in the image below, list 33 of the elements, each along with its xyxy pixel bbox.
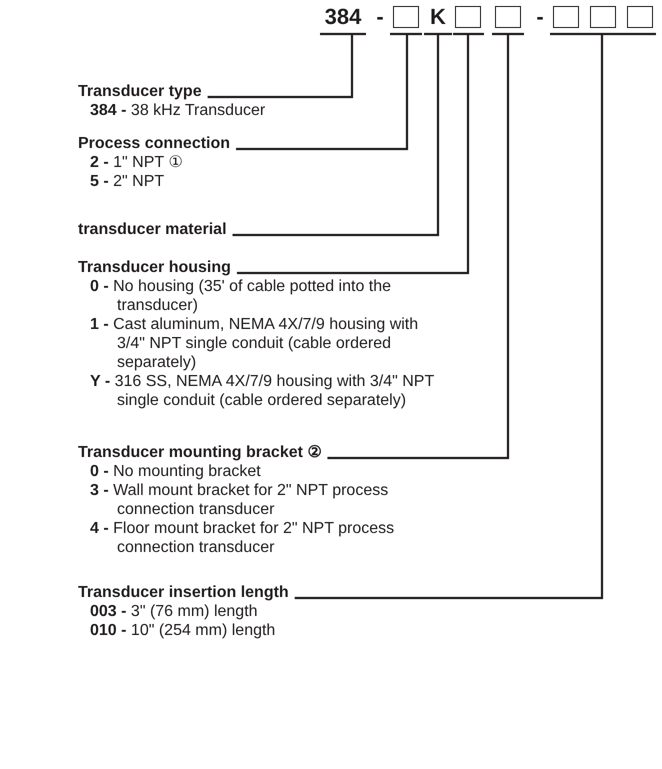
option-text: 0 - No housing (35' of cable potted into the transducer) [90, 277, 392, 315]
option-text: 010 - 10" (254 mm) length [90, 621, 276, 640]
separator-dash: - [375, 4, 385, 30]
option-text: 3 - Wall mount bracket for 2" NPT process connection transducer [90, 481, 390, 519]
option-text: 2 - 1" NPT ① [90, 153, 184, 172]
code-box [627, 6, 653, 28]
option-text: 4 - Floor mount bracket for 2" NPT process connection transducer [90, 519, 396, 557]
leader-line [236, 32, 486, 274]
code-box [553, 6, 579, 28]
option-heading: Transducer insertion length [78, 583, 289, 602]
option-text: 1 - Cast aluminum, NEMA 4X/7/9 housing with 3/4" NPT single conduit (cable ordered separately) [90, 315, 420, 372]
leader-line [206, 32, 368, 98]
leader-line [326, 32, 526, 460]
code-box [590, 6, 616, 28]
option-heading: Process connection [78, 134, 230, 153]
option-text: 0 - No mounting bracket [90, 462, 262, 481]
option-heading: Transducer mounting bracket ② [78, 443, 322, 462]
option-heading: Transducer housing [78, 258, 231, 277]
leader-line [234, 32, 424, 150]
option-heading: transducer material [78, 220, 227, 239]
option-text: 5 - 2" NPT [90, 172, 166, 191]
code-box [455, 6, 481, 28]
option-text: 384 - 38 kHz Transducer [90, 101, 266, 120]
option-text: 003 - 3" (76 mm) length [90, 602, 259, 621]
leader-line [231, 32, 454, 236]
leader-line [294, 32, 658, 600]
option-text: Y - 316 SS, NEMA 4X/7/9 housing with 3/4" NPT single conduit (cable ordered separately) [90, 372, 435, 410]
code-box [393, 6, 419, 28]
option-heading: Transducer type [78, 82, 202, 101]
model-code: K [428, 4, 448, 30]
model-code: 384 [320, 4, 366, 30]
code-box [495, 6, 521, 28]
separator-dash: - [535, 4, 545, 30]
